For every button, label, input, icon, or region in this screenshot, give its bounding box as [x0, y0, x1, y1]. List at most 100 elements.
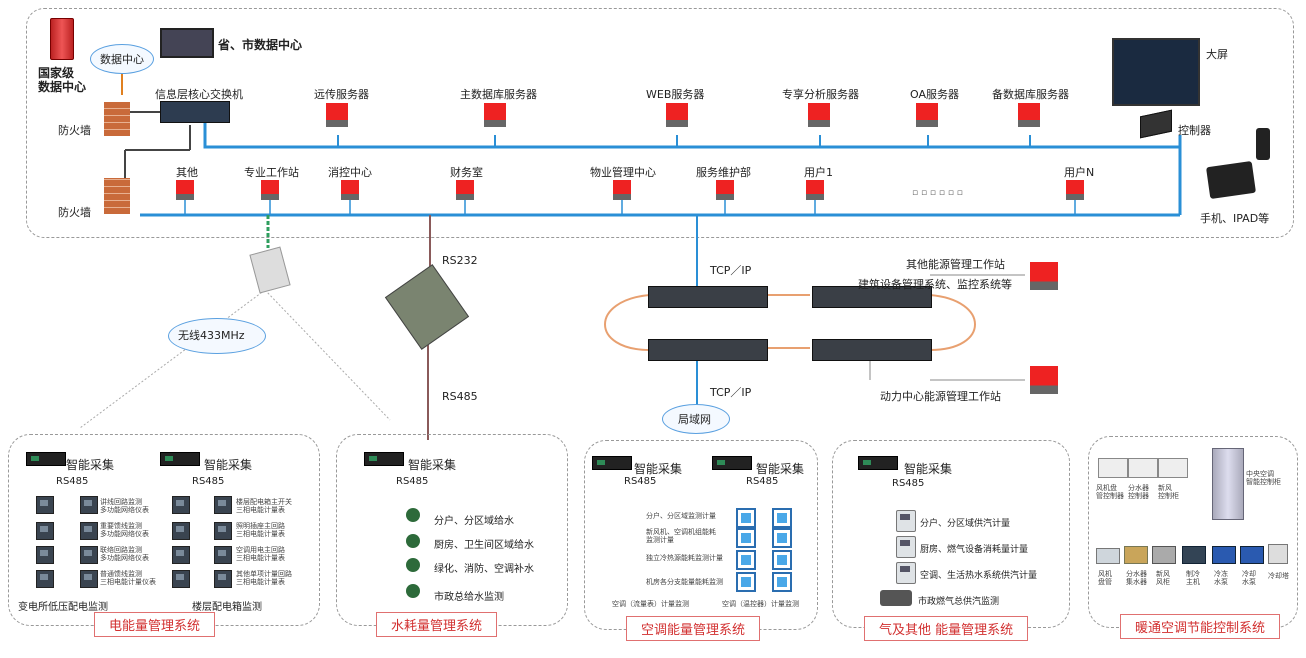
water-collector: [364, 452, 404, 466]
elec-rs485-b: RS485: [192, 476, 225, 487]
elec-meter-c4: [172, 570, 190, 588]
client-icon-4: [613, 180, 631, 200]
client-icon-1: [261, 180, 279, 200]
phone-icon: [1256, 128, 1270, 160]
gas-item-1: 厨房、燃气设备消耗量计量: [920, 545, 1029, 555]
client-label-5: 服务维护部: [696, 166, 751, 179]
client-label-6: 用户1: [804, 166, 833, 179]
water-meter-icon-1: [406, 534, 420, 548]
core-switch-icon: [160, 101, 230, 123]
switch-icon-1: [648, 286, 768, 308]
water-title: 水耗量管理系统: [376, 612, 498, 637]
gas-collector: [858, 456, 898, 470]
elec-meter-c1: [172, 496, 190, 514]
firewall-label-2: 防火墙: [58, 206, 91, 219]
controller-label: 控制器: [1178, 124, 1211, 137]
client-label-4: 物业管理中心: [590, 166, 656, 179]
elec-item-2-2: 空调用电主回路 三相电能计量表: [236, 546, 285, 562]
water-item-3: 市政总给水监测: [434, 592, 504, 603]
elec-meter-a4: [36, 570, 54, 588]
gas-meter-1: [896, 536, 916, 558]
ac-thermostat-3: [736, 550, 756, 570]
power-station-label: 动力中心能源管理工作站: [880, 390, 1001, 403]
elec-collector-2: [160, 452, 200, 466]
water-rs485: RS485: [396, 476, 429, 487]
firewall-icon-2: [104, 178, 130, 214]
elec-meter-d1: [214, 496, 232, 514]
elec-item-2-0: 楼层配电箱主开关 三相电能计量表: [236, 498, 292, 514]
ac-thermostat-1: [736, 508, 756, 528]
big-screen-icon: [1112, 38, 1200, 106]
elec-meter-a2: [36, 522, 54, 540]
elec-rs485-a: RS485: [56, 476, 89, 487]
client-icon-6: [806, 180, 824, 200]
elec-item-1-0: 讲线回路监测 多功能网络仪表: [100, 498, 149, 514]
client-label-1: 专业工作站: [244, 166, 299, 179]
rs232-label: RS232: [442, 254, 478, 267]
elec-col1-head: 智能采集: [66, 458, 115, 472]
firewall-label-1: 防火墙: [58, 124, 91, 137]
ac-foot-1: 空调（流量表）计量监测: [612, 600, 689, 608]
ac-collector-1: [592, 456, 632, 470]
hvac-device-2: [1152, 546, 1176, 564]
elec-meter-d3: [214, 546, 232, 564]
server-label-1: 主数据库服务器: [460, 88, 537, 101]
ac-thermostat-6: [772, 528, 792, 548]
building-sys-label: 建筑设备管理系统、监控系统等: [858, 278, 1012, 291]
server-icon-1: [484, 103, 506, 127]
water-item-0: 分户、分区域给水: [434, 516, 514, 527]
client-icon-5: [716, 180, 734, 200]
server-label-5: 备数据库服务器: [992, 88, 1069, 101]
gas-meter-0: [896, 510, 916, 532]
elec-item-1-3: 普通馈线监测 三相电能计量仪表: [100, 570, 156, 586]
hvac-device-5: [1240, 546, 1264, 564]
province-monitor-icon: [160, 28, 214, 58]
lan-label: 局域网: [678, 413, 711, 426]
hvac-cabinet-label: 中央空调 智能控制柜: [1246, 470, 1281, 486]
client-icon-7: [1066, 180, 1084, 200]
ac-thermostat-8: [772, 572, 792, 592]
water-meter-icon-2: [406, 558, 420, 572]
client-icon-3: [456, 180, 474, 200]
ac-item-3: 机房各分支能量能耗监测: [646, 578, 723, 586]
power-station-icon: [1030, 366, 1058, 394]
elec-collector-1: [26, 452, 66, 466]
hvac-bottom-item-1: 分水器 集水器: [1126, 570, 1147, 586]
gas-rs485: RS485: [892, 478, 925, 489]
hvac-device-3: [1182, 546, 1206, 564]
client-label-7: 用户N: [1064, 166, 1095, 179]
elec-meter-d2: [214, 522, 232, 540]
mobile-label: 手机、IPAD等: [1200, 212, 1270, 225]
hvac-top-item-0: 风机盘 管控制器: [1096, 484, 1124, 500]
hvac-top-item-1: 分水器 控制器: [1128, 484, 1149, 500]
elec-meter-a1: [36, 496, 54, 514]
hvac-device-1: [1124, 546, 1148, 564]
elec-foot-2: 楼层配电箱监测: [192, 602, 262, 613]
gas-head: 智能采集: [904, 462, 953, 476]
big-screen-label: 大屏: [1206, 48, 1228, 61]
client-icon-2: [341, 180, 359, 200]
rs485-label: RS485: [442, 390, 478, 403]
elec-meter-b2: [80, 522, 98, 540]
water-head: 智能采集: [408, 458, 457, 472]
elec-meter-c2: [172, 522, 190, 540]
data-cloud: [90, 44, 154, 74]
water-meter-icon-3: [406, 584, 420, 598]
server-icon-5: [1018, 103, 1040, 127]
gas-item-3: 市政燃气总供汽监测: [918, 597, 1000, 607]
water-meter-icon-0: [406, 508, 420, 522]
server-label-2: WEB服务器: [646, 88, 705, 101]
ac-collector-2: [712, 456, 752, 470]
national-server-icon: [50, 18, 74, 60]
gas-meter-2: [896, 562, 916, 584]
tablet-icon: [1205, 160, 1257, 200]
core-switch-label: 信息层核心交换机: [155, 88, 243, 101]
other-station-label: 其他能源管理工作站: [906, 258, 1005, 271]
hvac-controller-3: [1158, 458, 1188, 478]
tcpip-label-1: TCP／IP: [710, 264, 752, 277]
water-item-2: 绿化、消防、空调补水: [434, 564, 534, 575]
client-label-2: 消控中心: [328, 166, 372, 179]
data-cloud-label: 数据中心: [100, 53, 144, 66]
other-station-icon: [1030, 262, 1058, 290]
